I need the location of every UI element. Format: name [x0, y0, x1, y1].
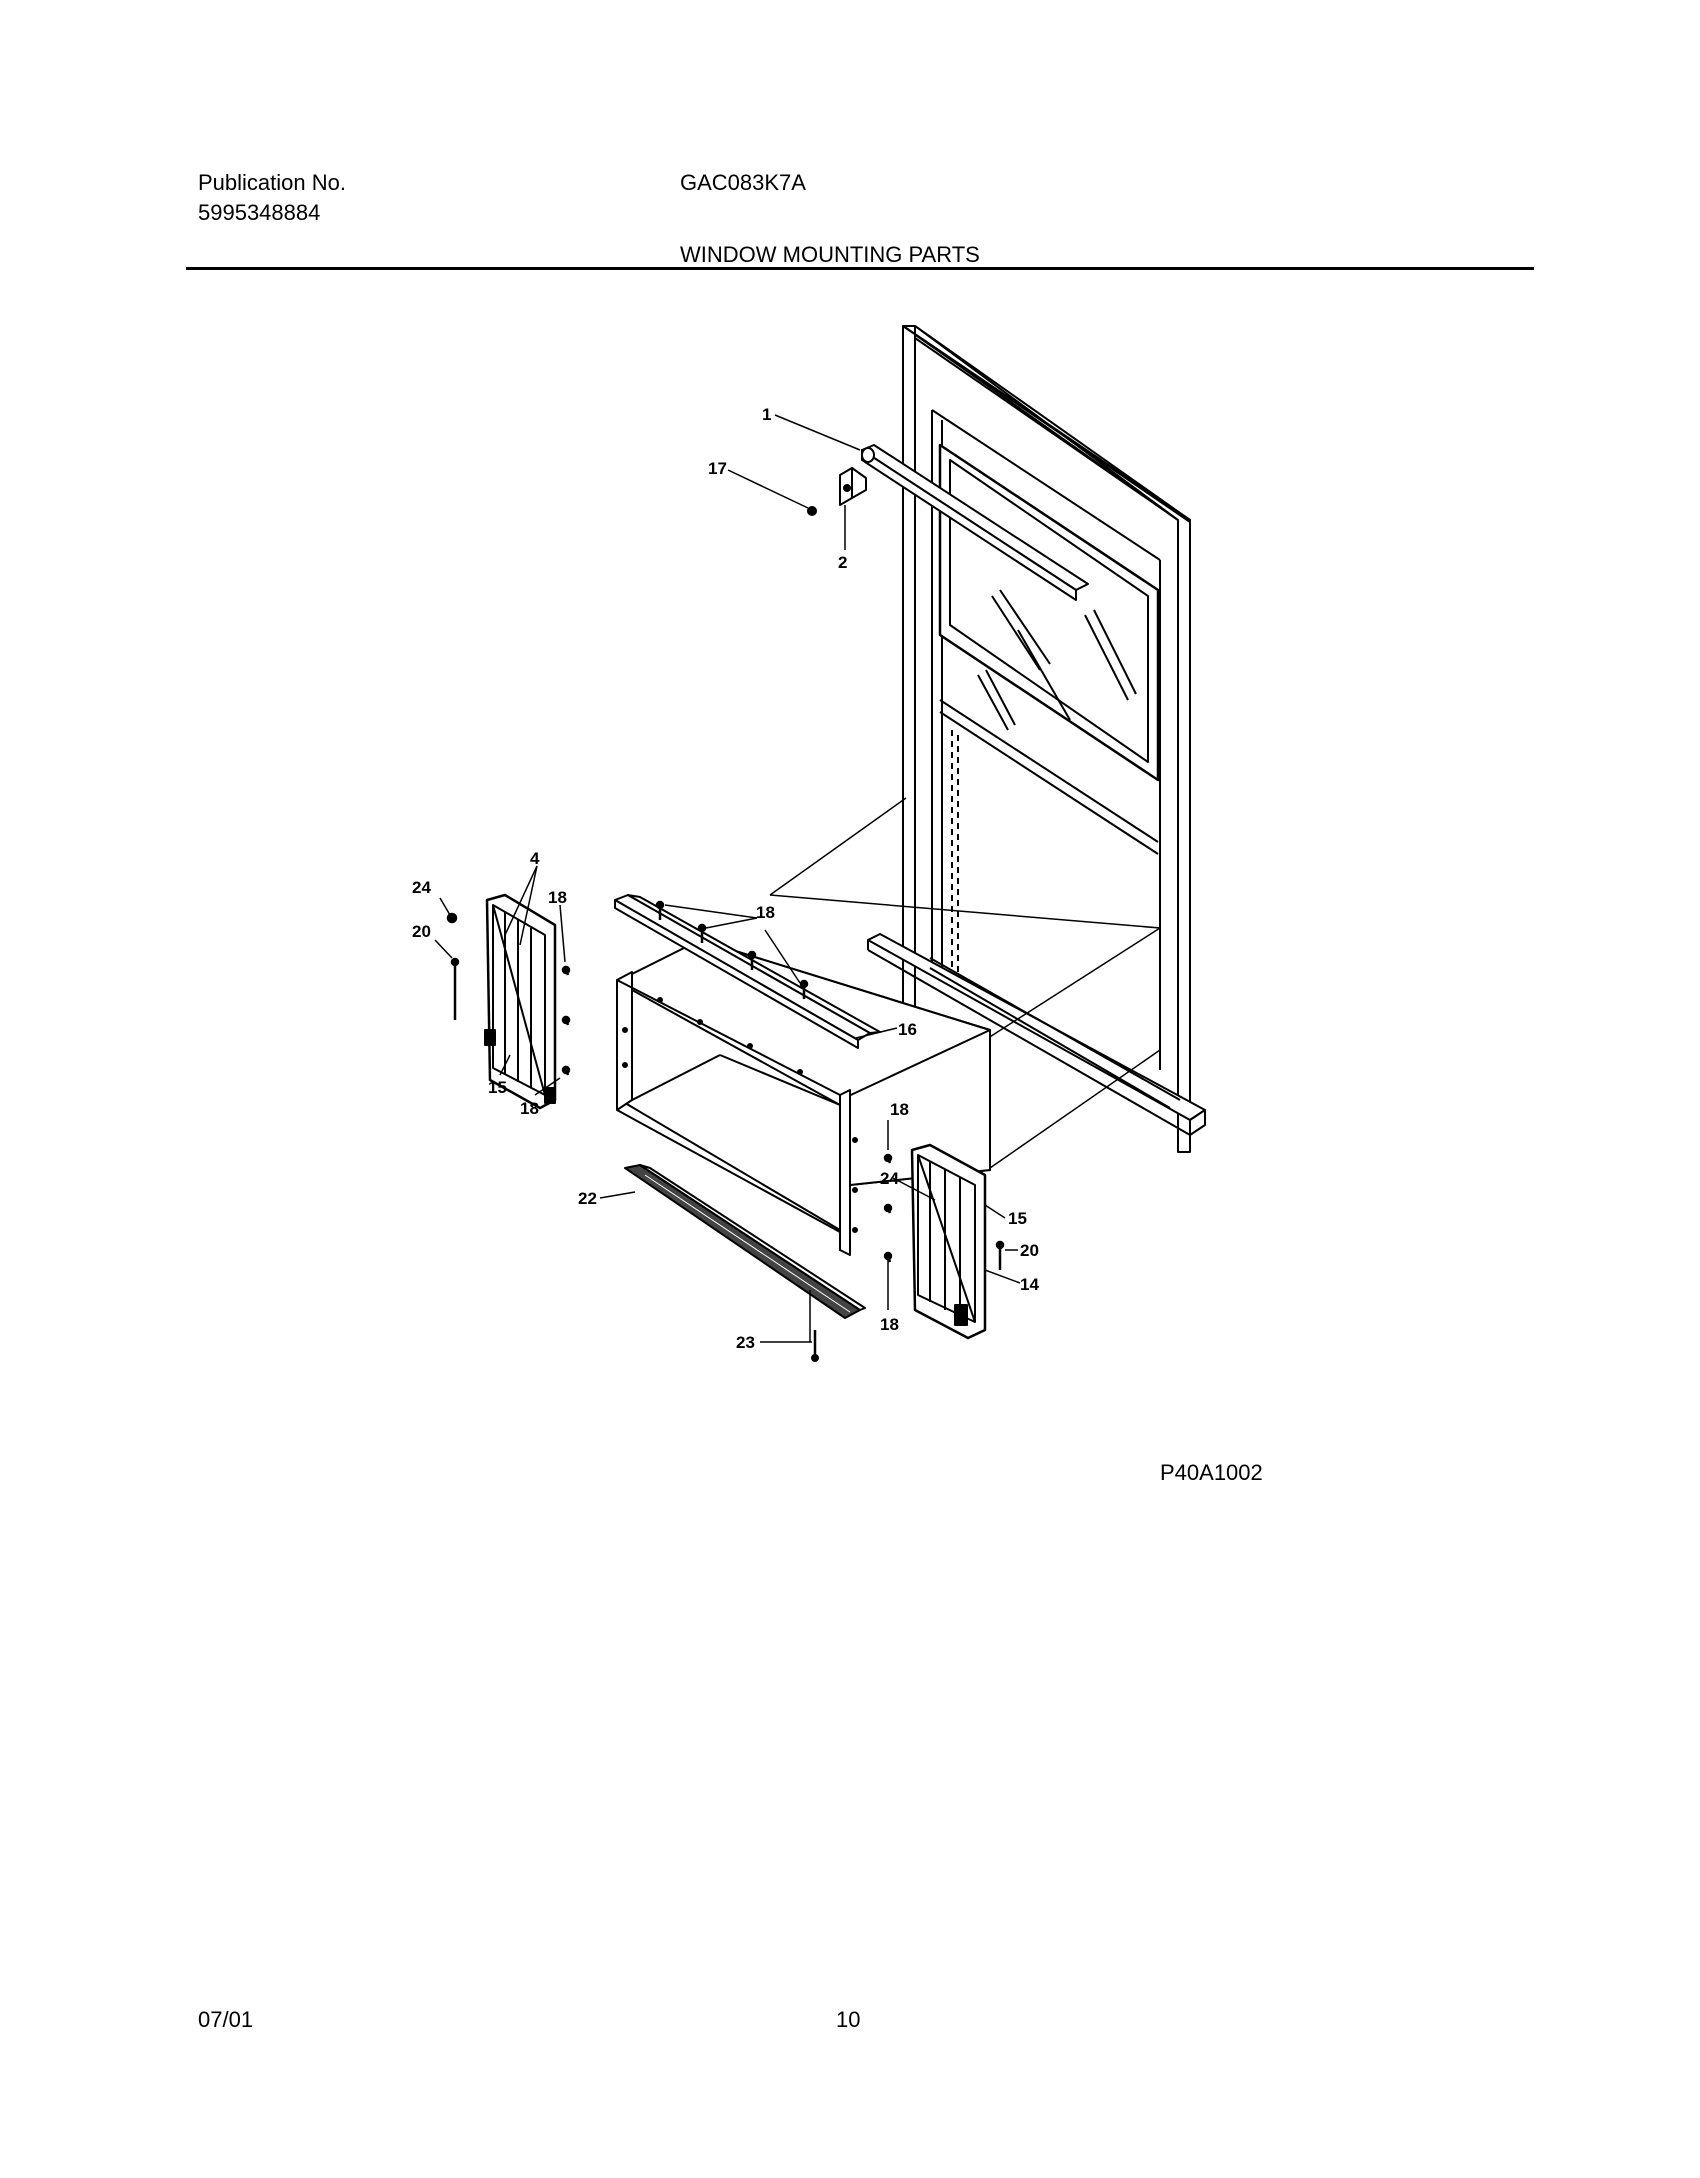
top-channel-part-16: [614, 894, 881, 1049]
page-number: 10: [836, 2007, 861, 2032]
callout-18-left-bottom: 18: [520, 1099, 539, 1118]
callout-20-left: 20: [412, 922, 431, 941]
callout-23: 23: [736, 1333, 755, 1352]
callout-labels: 1 17 2 4 24 20 18 15 18 18 16 22 23 18 2…: [412, 405, 1039, 1352]
callout-24-left: 24: [412, 878, 431, 897]
window-sill: [867, 933, 1206, 1150]
bracket-part-2: [807, 467, 867, 516]
publication-number: 5995348884: [198, 200, 321, 225]
callout-20-right: 20: [1020, 1241, 1039, 1260]
left-curtain-panel: [484, 893, 557, 1110]
callout-4: 4: [530, 849, 540, 868]
cabinet: [616, 939, 991, 1256]
callout-18-right-top: 18: [890, 1100, 909, 1119]
right-panel-screws: [883, 1153, 1005, 1270]
callout-18-right-bottom: 18: [880, 1315, 899, 1334]
footer-date: 07/01: [198, 2007, 254, 2032]
drawing-code: P40A1002: [1160, 1460, 1263, 1485]
callout-16: 16: [898, 1020, 917, 1039]
callout-15-left: 15: [488, 1078, 507, 1097]
callout-15-right: 15: [1008, 1209, 1027, 1228]
bottom-channel-part-22: [624, 1164, 866, 1319]
callout-14: 14: [1020, 1275, 1039, 1294]
right-curtain-panel: [910, 1143, 987, 1340]
screw-part-23: [811, 1330, 819, 1362]
header-rule: [186, 267, 1534, 270]
section-title: WINDOW MOUNTING PARTS: [680, 242, 980, 267]
model-number: GAC083K7A: [680, 170, 806, 195]
top-rail-part-1: [861, 444, 1089, 601]
callout-22: 22: [578, 1189, 597, 1208]
left-panel-screws: [446, 912, 571, 1076]
callout-18-channel: 18: [756, 903, 775, 922]
callout-17: 17: [708, 459, 727, 478]
callout-2: 2: [838, 553, 847, 572]
callout-leader-lines: [434, 414, 1021, 1343]
projection-lines: [769, 797, 1161, 1169]
screws-part-18: [655, 900, 809, 999]
callout-18-left-top: 18: [548, 888, 567, 907]
callout-24-right: 24: [880, 1169, 899, 1188]
publication-label: Publication No.: [198, 170, 346, 195]
callout-1: 1: [762, 405, 771, 424]
